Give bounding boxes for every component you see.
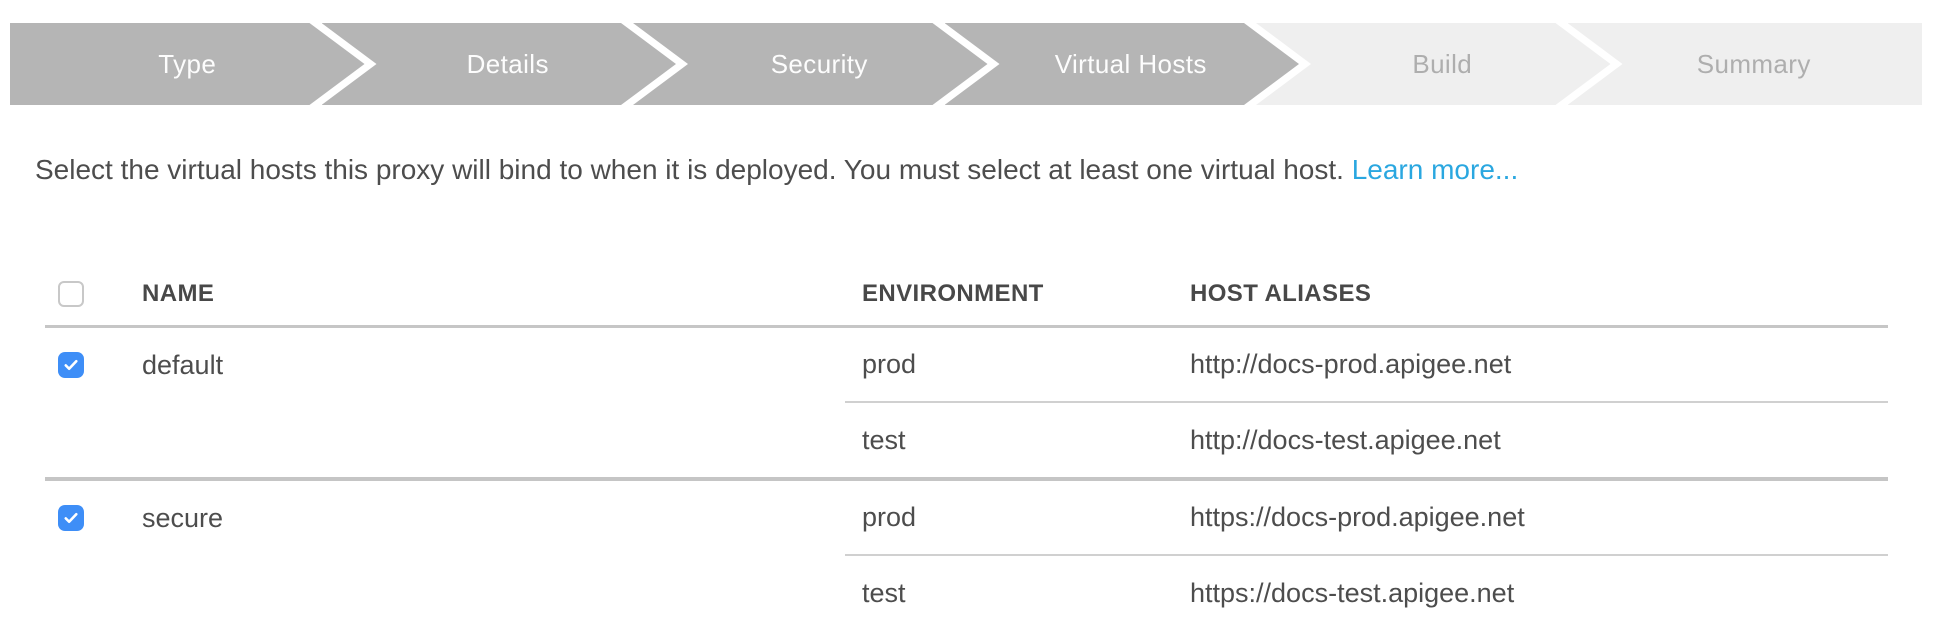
environment-name: prod [862, 349, 917, 379]
name-cell: default [45, 328, 845, 402]
row-checkbox-default[interactable] [58, 352, 84, 378]
step-label: Build [1412, 48, 1473, 79]
virtual-hosts-table: NAME ENVIRONMENT HOST ALIASES default pr… [45, 262, 1888, 630]
step-label: Summary [1696, 48, 1811, 79]
environment-name: prod [862, 502, 917, 532]
wizard-stepper: Type Details Security Virtual Hosts Buil… [10, 23, 1922, 105]
environment-name: test [862, 577, 906, 608]
column-header-environment: ENVIRONMENT [862, 279, 1044, 307]
environment-row: test https://docs-test.apigee.net [845, 556, 1888, 630]
step-build: Build [1256, 23, 1611, 105]
table-row-default: default prod http://docs-prod.apigee.net… [45, 328, 1888, 481]
step-label: Type [158, 48, 217, 79]
instructions-text: Select the virtual hosts this proxy will… [35, 150, 1915, 190]
virtual-host-name: default [142, 349, 224, 380]
environment-name: test [862, 424, 906, 455]
column-header-name: NAME [142, 279, 215, 307]
step-label: Details [466, 48, 549, 79]
environment-row: test http://docs-test.apigee.net [845, 403, 1888, 477]
environment-rows: prod http://docs-prod.apigee.net test ht… [845, 328, 1888, 477]
instructions-sentence: Select the virtual hosts this proxy will… [35, 154, 1352, 185]
step-details[interactable]: Details [322, 23, 677, 105]
step-type[interactable]: Type [10, 23, 365, 105]
host-alias: https://docs-test.apigee.net [1190, 577, 1515, 608]
environment-rows: prod https://docs-prod.apigee.net test h… [845, 481, 1888, 630]
environment-row: prod http://docs-prod.apigee.net [845, 328, 1888, 403]
host-alias: https://docs-prod.apigee.net [1190, 502, 1525, 532]
step-label: Virtual Hosts [1054, 48, 1207, 79]
virtual-host-name: secure [142, 502, 224, 533]
step-label: Security [770, 48, 868, 79]
table-row-secure: secure prod https://docs-prod.apigee.net… [45, 481, 1888, 630]
step-security[interactable]: Security [633, 23, 988, 105]
environment-row: prod https://docs-prod.apigee.net [845, 481, 1888, 556]
name-cell: secure [45, 481, 845, 555]
checkmark-icon [64, 512, 78, 524]
host-alias: http://docs-prod.apigee.net [1190, 349, 1512, 379]
table-header-row: NAME ENVIRONMENT HOST ALIASES [45, 262, 1888, 328]
column-header-host-aliases: HOST ALIASES [1190, 279, 1372, 307]
row-checkbox-secure[interactable] [58, 505, 84, 531]
learn-more-link[interactable]: Learn more... [1351, 154, 1519, 185]
step-summary: Summary [1567, 23, 1922, 105]
step-virtual-hosts[interactable]: Virtual Hosts [945, 23, 1300, 105]
select-all-checkbox[interactable] [58, 280, 84, 307]
checkmark-icon [64, 359, 78, 371]
host-alias: http://docs-test.apigee.net [1190, 424, 1501, 455]
